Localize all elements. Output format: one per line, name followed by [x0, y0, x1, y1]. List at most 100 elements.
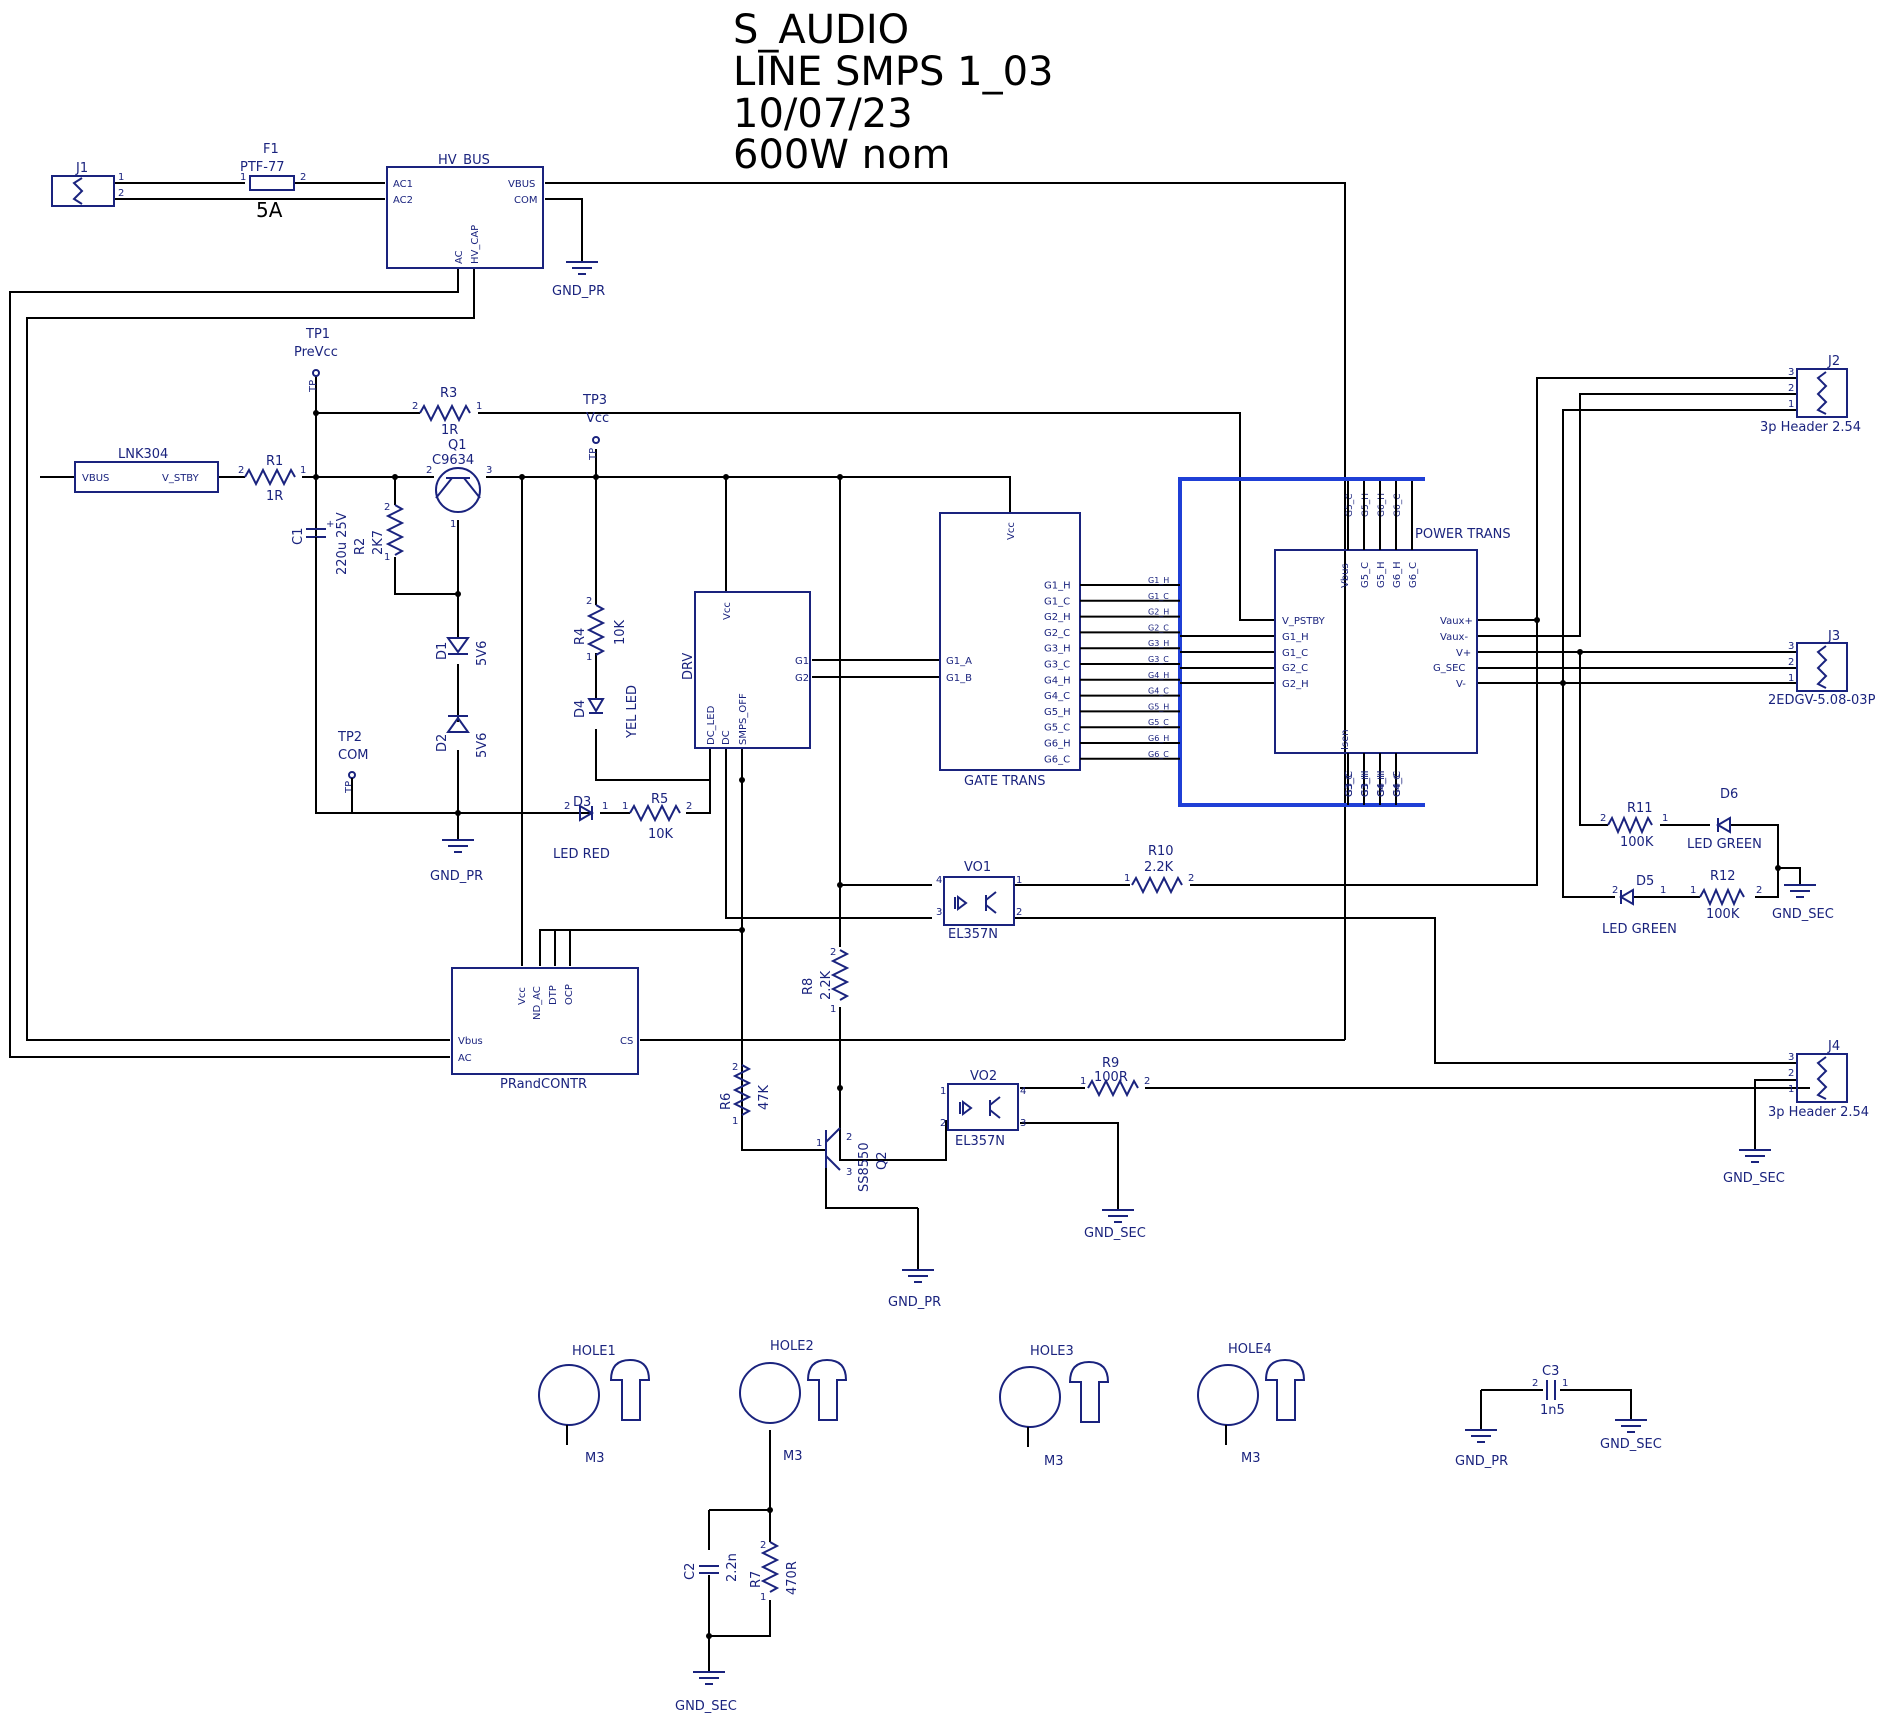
resistor-r4: R4 10K 2 1 [573, 596, 628, 663]
f1-ref: F1 [263, 142, 279, 157]
svg-text:2: 2 [732, 1062, 738, 1073]
bus-net-label: G5_C [1148, 718, 1169, 727]
svg-text:5V6: 5V6 [475, 641, 490, 666]
bus-net-label: G6_C [1148, 750, 1169, 759]
svg-text:3: 3 [846, 1167, 852, 1178]
gate-pin-label: G4_H [1044, 675, 1071, 686]
svg-text:Vaux+: Vaux+ [1440, 616, 1473, 627]
svg-text:2: 2 [1788, 383, 1794, 394]
svg-text:GND_SEC: GND_SEC [1772, 907, 1834, 922]
svg-text:2: 2 [1612, 885, 1618, 896]
svg-text:2: 2 [426, 465, 432, 476]
bus-net-label: G3_C [1148, 655, 1169, 664]
optocoupler-vo2: VO2 EL357N 1 2 4 3 [940, 1069, 1026, 1149]
f1-pin1: 1 [240, 172, 246, 183]
svg-text:M3: M3 [783, 1449, 803, 1464]
svg-text:1: 1 [1562, 1378, 1568, 1389]
tp3-name: Vcc [586, 411, 609, 426]
gnd-sec-5: GND_SEC [1600, 1419, 1662, 1452]
optocoupler-vo1: VO1 EL357N 4 3 1 2 [936, 860, 1022, 942]
svg-text:3p Header 2.54: 3p Header 2.54 [1760, 420, 1861, 435]
svg-text:M3: M3 [585, 1451, 605, 1466]
svg-text:2: 2 [1188, 873, 1194, 884]
svg-text:EL357N: EL357N [955, 1134, 1005, 1149]
svg-text:GND_SEC: GND_SEC [1723, 1171, 1785, 1186]
svg-text:J3: J3 [1827, 629, 1840, 644]
resistor-r9: R9 100R 1 2 [1080, 1056, 1150, 1098]
led-d3: D3 LED RED 2 1 [553, 795, 610, 862]
svg-text:1: 1 [760, 1592, 766, 1603]
connector-j2: J2 3p Header 2.54 3 2 1 [1760, 354, 1861, 435]
svg-text:3: 3 [1788, 641, 1794, 652]
svg-text:D2: D2 [435, 734, 450, 752]
gnd-sec-2: GND_SEC [1772, 884, 1834, 922]
svg-text:OCP: OCP [564, 984, 575, 1005]
zener-d1: D1 5V6 [435, 637, 490, 666]
transistor-q1: Q1 C9634 2 3 1 [426, 438, 492, 530]
svg-text:1R: 1R [266, 489, 283, 504]
svg-text:1: 1 [300, 465, 306, 476]
svg-text:100K: 100K [1620, 835, 1654, 850]
svg-text:1: 1 [586, 652, 592, 663]
svg-text:2: 2 [1600, 813, 1606, 824]
power-pin-label: G3_H [1360, 770, 1371, 797]
svg-text:1: 1 [1788, 1084, 1794, 1095]
hole-4: HOLE4 M3 [1197, 1342, 1306, 1466]
svg-text:47K: 47K [757, 1084, 772, 1110]
gnd-sec-3: GND_SEC [1723, 1149, 1785, 1186]
svg-text:R11: R11 [1627, 801, 1653, 816]
gate-pin-label: G1_C [1044, 596, 1070, 607]
svg-text:G2_C: G2_C [1282, 663, 1308, 674]
svg-text:1: 1 [1788, 673, 1794, 684]
power-pin-label: G4_C [1392, 771, 1403, 797]
svg-text:470R: 470R [785, 1561, 800, 1595]
svg-text:3: 3 [1788, 367, 1794, 378]
power-pin-label: G5_H [1376, 561, 1387, 588]
j1-pin1: 1 [118, 172, 124, 183]
hvbus-pin-vbus: VBUS [508, 179, 535, 190]
resistor-r6: R6 47K 2 1 [719, 1062, 772, 1127]
bus-bottom-label: G3_C [1345, 774, 1355, 797]
svg-text:EL357N: EL357N [948, 927, 998, 942]
hvbus-pin-com: COM [514, 195, 537, 206]
led-d5: D5 LED GREEN 2 1 [1602, 874, 1677, 937]
resistor-r3: R3 1R 2 1 [412, 386, 482, 438]
module-hv-bus: HV_BUS AC1 AC2 VBUS COM AC HV_CAP [386, 153, 544, 269]
svg-text:1: 1 [1660, 885, 1666, 896]
gnd-pr-1: GND_PR [552, 261, 605, 299]
svg-text:1: 1 [816, 1138, 822, 1149]
resistor-r1: R1 1R 2 1 [238, 454, 306, 504]
svg-text:1: 1 [940, 1086, 946, 1097]
svg-text:GND_PR: GND_PR [430, 869, 483, 884]
svg-text:VO2: VO2 [970, 1069, 997, 1084]
f1-pin2: 2 [300, 172, 306, 183]
svg-text:D4: D4 [573, 700, 588, 718]
tp3-ref: TP3 [582, 393, 607, 408]
svg-text:HOLE2: HOLE2 [770, 1339, 814, 1354]
svg-text:4: 4 [1020, 1086, 1026, 1097]
svg-text:2: 2 [1144, 1076, 1150, 1087]
svg-text:1: 1 [384, 552, 390, 563]
svg-text:10K: 10K [648, 827, 674, 842]
lnk-pin-vbus: VBUS [82, 473, 109, 484]
svg-text:G1_A: G1_A [946, 656, 972, 667]
svg-text:Isen: Isen [1340, 729, 1351, 750]
hvbus-pin-ac1: AC1 [393, 179, 413, 190]
svg-text:2.2K: 2.2K [819, 970, 834, 1000]
svg-text:SMPS_OFF: SMPS_OFF [738, 693, 749, 745]
svg-text:2: 2 [830, 947, 836, 958]
lnk-pin-vstby: V_STBY [162, 473, 200, 484]
capacitor-c2: C2 2.2n [683, 1553, 740, 1582]
svg-text:VO1: VO1 [964, 860, 991, 875]
svg-text:Q2: Q2 [875, 1151, 890, 1170]
svg-text:GND_SEC: GND_SEC [1084, 1226, 1146, 1241]
svg-text:5V6: 5V6 [475, 733, 490, 758]
capacitor-c3: C3 1n5 2 1 [1532, 1364, 1568, 1418]
gate-pin-label: G4_C [1044, 691, 1070, 702]
resistor-r12: R12 100K 1 2 [1690, 869, 1762, 922]
svg-text:2: 2 [760, 1540, 766, 1551]
tp2-ref: TP2 [337, 730, 362, 745]
svg-text:G1_H: G1_H [1282, 632, 1309, 643]
svg-text:1: 1 [622, 801, 628, 812]
